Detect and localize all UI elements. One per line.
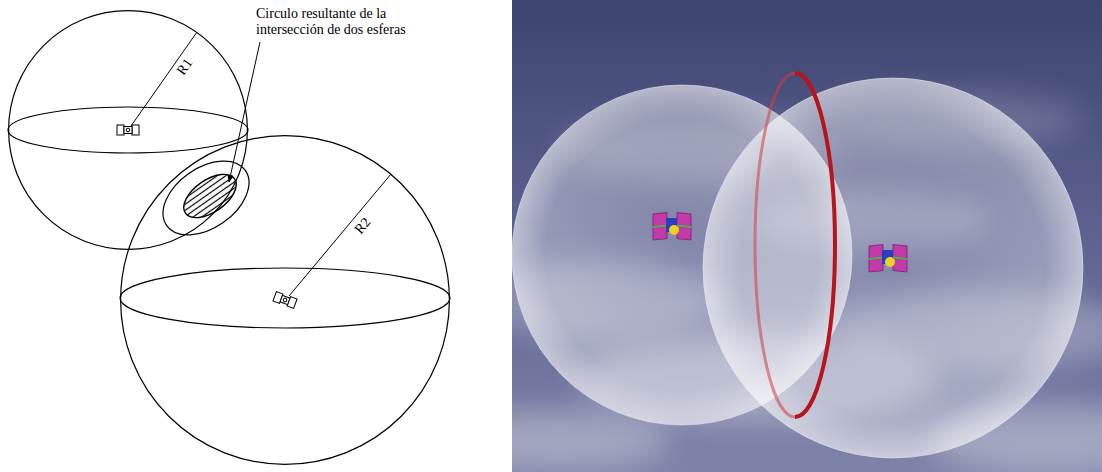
intersection-outline bbox=[149, 146, 262, 250]
leader-arrow bbox=[229, 42, 260, 182]
sphere-outline: R1 bbox=[8, 10, 248, 250]
intersection-ring-back bbox=[755, 73, 795, 417]
radius-line bbox=[289, 174, 391, 296]
intersection-ring bbox=[795, 73, 835, 417]
satellite-icon bbox=[653, 213, 691, 240]
sphere-shape bbox=[120, 135, 450, 465]
callout-label: Circulo resultante de la intersección de… bbox=[256, 6, 406, 38]
line-drawing bbox=[8, 32, 450, 328]
sky-background bbox=[512, 0, 1102, 472]
satellite-symbol bbox=[273, 292, 297, 309]
radius-line bbox=[131, 32, 197, 126]
equator bbox=[120, 268, 450, 328]
radius-label: R1 bbox=[175, 56, 196, 77]
satellite-icon bbox=[869, 245, 907, 272]
sphere-outline: R2 bbox=[120, 135, 450, 465]
rendered-illustration bbox=[512, 0, 1102, 472]
equator bbox=[8, 107, 248, 153]
sphere-shape bbox=[8, 10, 248, 250]
radius-label: R2 bbox=[352, 215, 373, 237]
satellite-symbol bbox=[117, 125, 139, 135]
sphere bbox=[703, 78, 1083, 458]
